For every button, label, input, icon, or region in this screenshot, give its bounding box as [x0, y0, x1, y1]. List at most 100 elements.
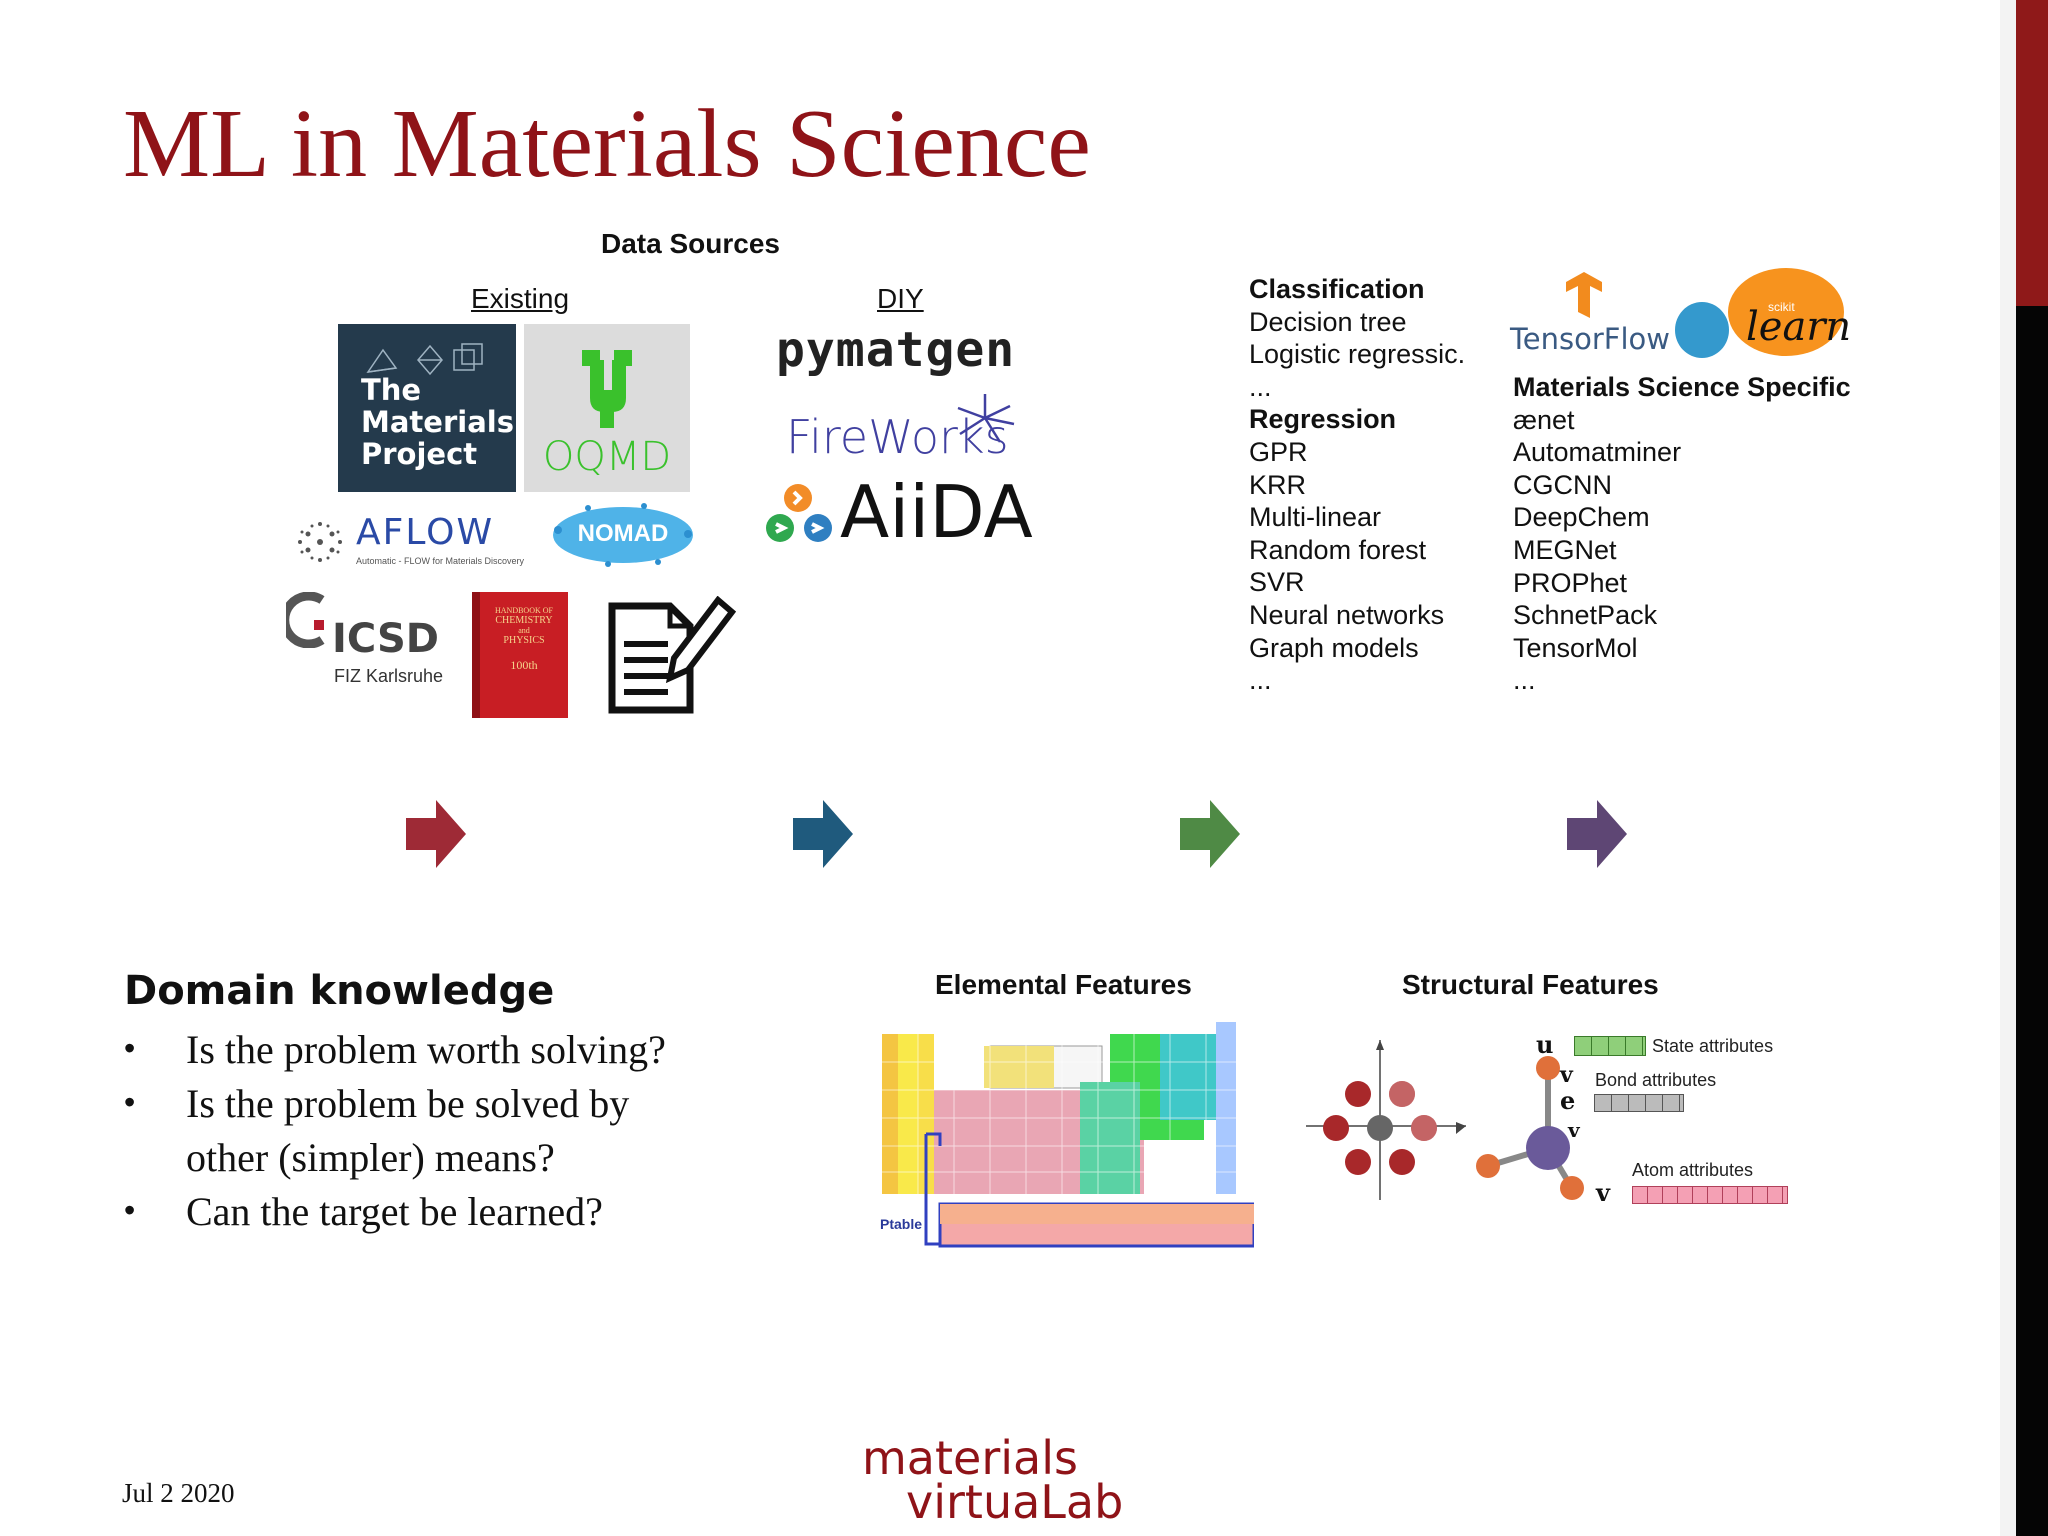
handbook-line-4: PHYSICS — [503, 635, 545, 646]
handbook-line-5: 100th — [510, 658, 538, 672]
regression-item: Graph models — [1249, 632, 1419, 663]
regression-item: Multi-linear — [1249, 502, 1382, 533]
step-data-collection: Data Collection — [493, 755, 763, 913]
regression-heading: Regression — [1249, 404, 1397, 435]
handbook-line-2: CHEMISTRY — [495, 615, 553, 626]
regression-item: ... — [1249, 665, 1272, 696]
ms-item: ænet — [1513, 404, 1575, 435]
atom-attributes-label: Atom attributes — [1632, 1160, 1754, 1180]
sklearn-small-text: scikit — [1768, 300, 1795, 314]
classification-item: ... — [1249, 371, 1272, 402]
icsd-logo: ICSD FIZ Karlsruhe — [286, 592, 456, 692]
periodic-table-image: Ptable — [880, 1022, 1256, 1248]
fireworks-burst-icon — [957, 394, 1015, 443]
right-accent-bar-red — [2016, 0, 2048, 306]
state-attr-vector — [1574, 1036, 1646, 1056]
regression-item: KRR — [1249, 469, 1307, 500]
aflow-logo: AFLOW Automatic - FLOW for Materials Dis… — [290, 508, 524, 578]
materials-virtual-lab-logo: materials virtuaLab — [862, 1435, 1142, 1525]
regression-item: Random forest — [1249, 534, 1427, 565]
pymatgen-text: pymatgen — [776, 322, 1016, 378]
sklearn-logo: scikit learn — [1674, 268, 1851, 360]
arrow-right-icon — [406, 800, 466, 868]
ms-item: CGCNN — [1513, 469, 1612, 500]
right-edge-strip — [2000, 0, 2016, 1536]
oqmd-logo: OQMD — [524, 324, 690, 492]
handbook-line-1: HANDBOOK OF — [494, 606, 553, 615]
ms-item: Automatminer — [1513, 437, 1682, 468]
nomad-cloud-icon — [553, 503, 693, 567]
step-label: Training — [1338, 815, 1466, 853]
bullet-dot: • — [124, 1030, 136, 1066]
graph-network-icon — [1476, 1056, 1584, 1200]
domain-bullet-continued: other (simpler) means? — [186, 1135, 555, 1180]
step-identify-target: Identify target/problem — [106, 755, 376, 913]
symbol-vi: v — [1596, 1178, 1610, 1207]
ms-item: TensorMol — [1513, 632, 1638, 663]
ms-specific-list: Materials Science Specific ænet Automatm… — [1513, 371, 1851, 697]
bond-attributes-label: Bond attributes — [1595, 1070, 1717, 1090]
fireworks-text: FireWorks — [786, 410, 1009, 464]
sklearn-blobs-icon — [1675, 268, 1844, 358]
symbol-ek: e — [1560, 1086, 1576, 1115]
domain-knowledge-heading: Domain knowledge — [124, 968, 555, 1014]
regression-item: GPR — [1249, 436, 1308, 467]
sklearn-text: learn — [1746, 304, 1852, 350]
aiida-dots-icon — [766, 484, 832, 542]
step-application: Application — [1654, 755, 1924, 913]
regression-item: Neural networks — [1249, 599, 1445, 630]
ms-item: PROPhet — [1513, 567, 1628, 598]
bond-attr-vector — [1594, 1094, 1684, 1112]
nomad-text: NOMAD — [577, 520, 669, 547]
handbook-line-3: and — [518, 626, 530, 635]
arrow-right-icon — [1567, 800, 1627, 868]
symbol-vrk: v — [1568, 1118, 1580, 1142]
slide-date: Jul 2 2020 — [122, 1478, 235, 1508]
arrow-right-icon — [793, 800, 853, 868]
right-accent-bar-black — [2016, 306, 2048, 1536]
ms-item: SchnetPack — [1513, 600, 1658, 631]
handbook-chemistry-physics-image: HANDBOOK OF CHEMISTRY and PHYSICS 100th — [472, 592, 568, 718]
domain-bullet: Is the problem be solved by — [186, 1081, 630, 1126]
aflow-text: AFLOW — [356, 512, 495, 553]
icsd-text: ICSD — [332, 616, 439, 662]
existing-label: Existing — [471, 283, 570, 314]
aflow-tagline: Automatic - FLOW for Materials Discovery — [356, 556, 525, 566]
state-attributes-label: State attributes — [1652, 1036, 1774, 1056]
pymatgen-logo: pymatgen — [776, 322, 1015, 378]
data-sources-heading: Data Sources — [601, 228, 780, 259]
step-training: Training — [1267, 755, 1537, 913]
nomad-logo: NOMAD — [548, 500, 698, 570]
crystal-structure-icon — [1306, 1040, 1466, 1200]
tensorflow-text: TensorFlow — [1510, 322, 1670, 356]
document-pen-icon — [608, 596, 736, 714]
ms-item: ... — [1513, 665, 1536, 696]
materials-project-word-3: Project — [361, 437, 478, 471]
materials-project-lattice-icon — [366, 343, 483, 376]
domain-bullet: Can the target be learned? — [186, 1189, 603, 1234]
elemental-features-heading: Elemental Features — [935, 969, 1192, 1000]
materials-project-word-2: Materials — [361, 405, 514, 439]
ms-specific-heading: Materials Science Specific — [1513, 372, 1851, 402]
classification-item: Decision tree — [1249, 306, 1407, 337]
bullet-dot: • — [124, 1084, 136, 1120]
classification-item: Logistic regressic. — [1249, 339, 1466, 370]
step-model-choice: Model Choice / Featurization — [880, 755, 1150, 913]
slide-title: ML in Materials Science — [123, 90, 1091, 198]
aiida-logo-text: AiiDA — [840, 470, 1033, 554]
bullet-dot: • — [124, 1192, 136, 1228]
classification-heading: Classification — [1249, 274, 1425, 304]
symbol-vsk: v — [1560, 1062, 1573, 1088]
ms-item: MEGNet — [1513, 534, 1617, 565]
tensorflow-icon — [1566, 272, 1602, 318]
symbol-u: u — [1536, 1030, 1554, 1059]
step-label: Model Choice / Featurization — [897, 796, 1133, 872]
materials-project-word-1: The — [361, 373, 422, 407]
periodic-table-graphic — [882, 1022, 1256, 1248]
step-label: Identify target/problem — [126, 796, 367, 872]
materials-project-logo: The Materials Project — [338, 324, 516, 492]
aflow-sphere-icon — [298, 522, 342, 562]
ms-item: DeepChem — [1513, 502, 1650, 533]
diy-label: DIY — [877, 283, 924, 314]
model-list: Classification Decision tree Logistic re… — [1249, 273, 1477, 697]
